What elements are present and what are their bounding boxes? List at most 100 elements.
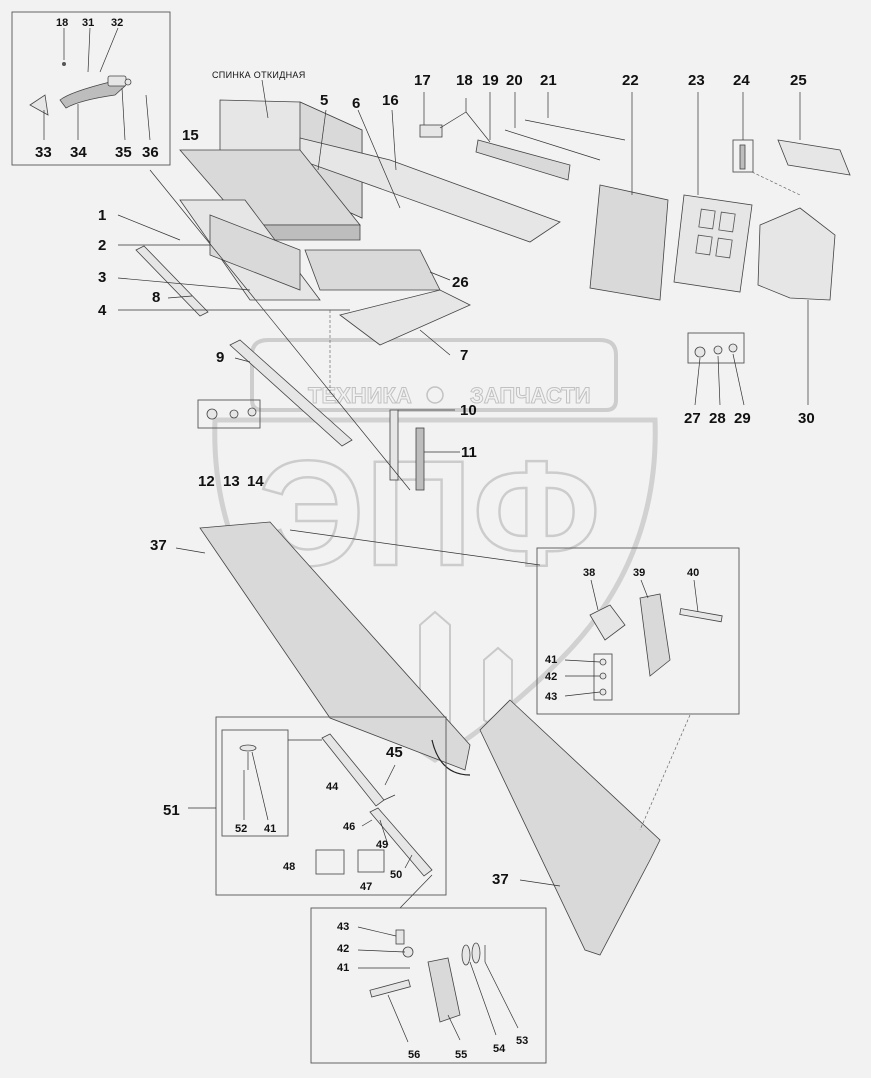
label-44: 44 bbox=[326, 781, 339, 793]
label-37-right: 37 bbox=[492, 871, 509, 888]
label-12: 12 bbox=[198, 473, 215, 490]
label-4: 4 bbox=[98, 302, 107, 319]
label-33: 33 bbox=[35, 144, 52, 161]
seat-back-assembly bbox=[117, 79, 561, 491]
side-panel-right bbox=[479, 699, 661, 956]
label-56: 56 bbox=[408, 1049, 420, 1061]
label-46: 46 bbox=[343, 821, 355, 833]
screw-24 bbox=[739, 144, 746, 170]
bolt-43 bbox=[395, 929, 405, 945]
label-3: 3 bbox=[98, 269, 106, 286]
cover-30 bbox=[757, 207, 836, 301]
inset-strut bbox=[188, 716, 447, 909]
label-19: 19 bbox=[482, 72, 499, 89]
watermark-big-letters: ЭПФ bbox=[258, 429, 601, 597]
label-47: 47 bbox=[360, 881, 372, 893]
label-14: 14 bbox=[247, 473, 264, 490]
label-18: 18 bbox=[456, 72, 473, 89]
assembly-caption: СПИНКА ОТКИДНАЯ bbox=[212, 70, 306, 80]
label-6: 6 bbox=[352, 95, 360, 112]
label-52: 52 bbox=[235, 823, 247, 835]
watermark-text-left: ТЕХНИКА bbox=[308, 383, 412, 408]
label-10: 10 bbox=[460, 402, 477, 419]
label-5: 5 bbox=[320, 92, 328, 109]
hinge-38 bbox=[589, 604, 626, 641]
top-right-parts bbox=[419, 92, 851, 406]
bracket-55 bbox=[427, 957, 461, 1023]
label-29: 29 bbox=[734, 410, 751, 427]
bolt-10 bbox=[389, 409, 399, 481]
label-27: 27 bbox=[684, 410, 701, 427]
label-32: 32 bbox=[111, 17, 123, 29]
label-40: 40 bbox=[687, 567, 699, 579]
label-20: 20 bbox=[506, 72, 523, 89]
inset-top-left bbox=[11, 11, 171, 166]
bolt-11 bbox=[415, 427, 425, 491]
frame-23 bbox=[673, 194, 753, 293]
inset-hinge bbox=[536, 547, 740, 715]
label-37-left: 37 bbox=[150, 537, 167, 554]
label-22: 22 bbox=[622, 72, 639, 89]
label-39: 39 bbox=[633, 567, 645, 579]
label-49: 49 bbox=[376, 839, 388, 851]
watermark-text-right: ЗАПЧАСТИ bbox=[470, 383, 591, 408]
label-41-hinge: 41 bbox=[545, 654, 557, 666]
label-38: 38 bbox=[583, 567, 595, 579]
cushion-22 bbox=[589, 184, 669, 301]
pin-40 bbox=[679, 608, 723, 623]
side-panel-left bbox=[199, 521, 471, 771]
label-45: 45 bbox=[386, 744, 403, 761]
label-17: 17 bbox=[414, 72, 431, 89]
label-9: 9 bbox=[216, 349, 224, 366]
label-42-bracket: 42 bbox=[337, 943, 349, 955]
strut-50 bbox=[369, 807, 433, 877]
label-43-hinge: 43 bbox=[545, 691, 557, 703]
label-13: 13 bbox=[223, 473, 240, 490]
label-51: 51 bbox=[163, 802, 180, 819]
handle-part bbox=[59, 81, 126, 109]
label-2: 2 bbox=[98, 237, 106, 254]
label-41-bracket: 41 bbox=[337, 962, 349, 974]
label-24: 24 bbox=[733, 72, 750, 89]
seat-board bbox=[339, 289, 471, 346]
label-34: 34 bbox=[70, 144, 87, 161]
label-42-hinge: 42 bbox=[545, 671, 557, 683]
label-18-inset: 18 bbox=[56, 17, 68, 29]
label-43-bracket: 43 bbox=[337, 921, 349, 933]
label-28: 28 bbox=[709, 410, 726, 427]
label-55: 55 bbox=[455, 1049, 467, 1061]
bracket-25 bbox=[777, 139, 851, 176]
label-31: 31 bbox=[82, 17, 94, 29]
hinge-39 bbox=[639, 593, 671, 677]
label-16: 16 bbox=[382, 92, 399, 109]
label-11: 11 bbox=[461, 444, 477, 461]
callout-labels: 1 2 3 4 5 6 7 8 9 10 11 12 13 14 15 16 1… bbox=[35, 17, 815, 1061]
part-17 bbox=[419, 124, 443, 138]
label-50: 50 bbox=[390, 869, 402, 881]
label-23: 23 bbox=[688, 72, 705, 89]
label-41-strut: 41 bbox=[264, 823, 276, 835]
label-35: 35 bbox=[115, 144, 132, 161]
label-53: 53 bbox=[516, 1035, 528, 1047]
label-1: 1 bbox=[98, 207, 106, 224]
side-panels bbox=[175, 521, 691, 956]
gear-icon bbox=[426, 386, 444, 404]
strip-8 bbox=[135, 245, 209, 317]
label-26: 26 bbox=[452, 274, 469, 291]
rail-19 bbox=[475, 139, 571, 181]
label-7: 7 bbox=[460, 347, 468, 364]
label-15: 15 bbox=[182, 127, 199, 144]
label-25: 25 bbox=[790, 72, 807, 89]
strip-9 bbox=[229, 339, 353, 447]
pin-56 bbox=[369, 979, 411, 998]
label-36: 36 bbox=[142, 144, 159, 161]
label-30: 30 bbox=[798, 410, 815, 427]
watermark: ТЕХНИКА ЗАПЧАСТИ ЭПФ bbox=[212, 338, 658, 763]
label-48: 48 bbox=[283, 861, 295, 873]
label-54: 54 bbox=[493, 1043, 506, 1055]
label-21: 21 bbox=[540, 72, 557, 89]
label-8: 8 bbox=[152, 289, 160, 306]
seat-cushion bbox=[304, 249, 441, 291]
inset-bracket bbox=[310, 907, 547, 1064]
